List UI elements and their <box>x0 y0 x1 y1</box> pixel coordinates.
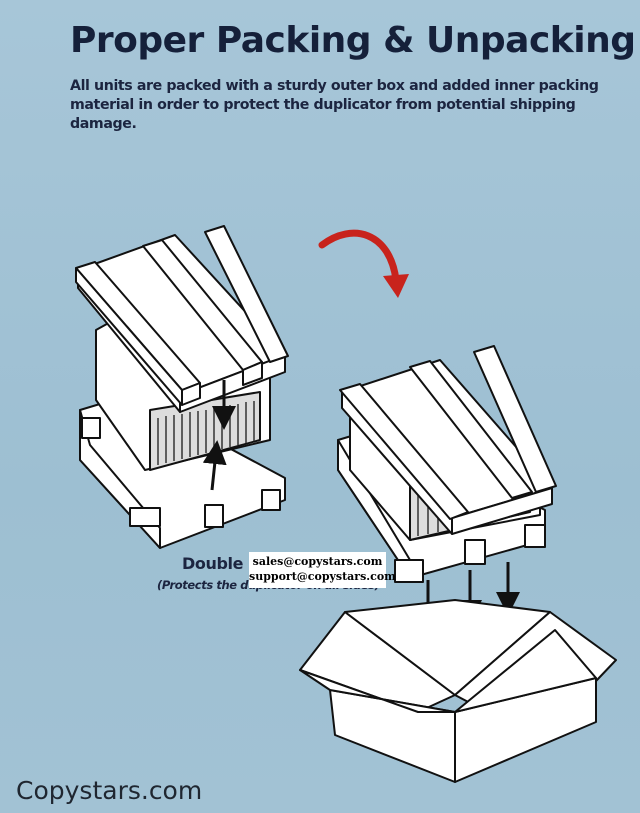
curved-red-arrow-icon <box>318 229 400 284</box>
intro-text: All units are packed with a sturdy outer… <box>70 78 599 132</box>
up-arrow-icon <box>202 440 227 491</box>
right-packed-assembly <box>337 345 557 583</box>
page-title: Proper Packing & Unpacking <box>70 20 636 61</box>
contact-box: sales@copystars.com support@copystars.co… <box>249 552 396 588</box>
sales-email: sales@copystars.com <box>252 555 383 568</box>
footer-watermark: Copystars.com <box>16 776 203 805</box>
left-top-cap <box>75 225 289 413</box>
support-email: support@copystars.com <box>249 570 396 583</box>
open-shipping-box <box>299 599 617 783</box>
caption-main: Double S <box>182 554 260 573</box>
left-exploded-assembly <box>75 225 289 549</box>
